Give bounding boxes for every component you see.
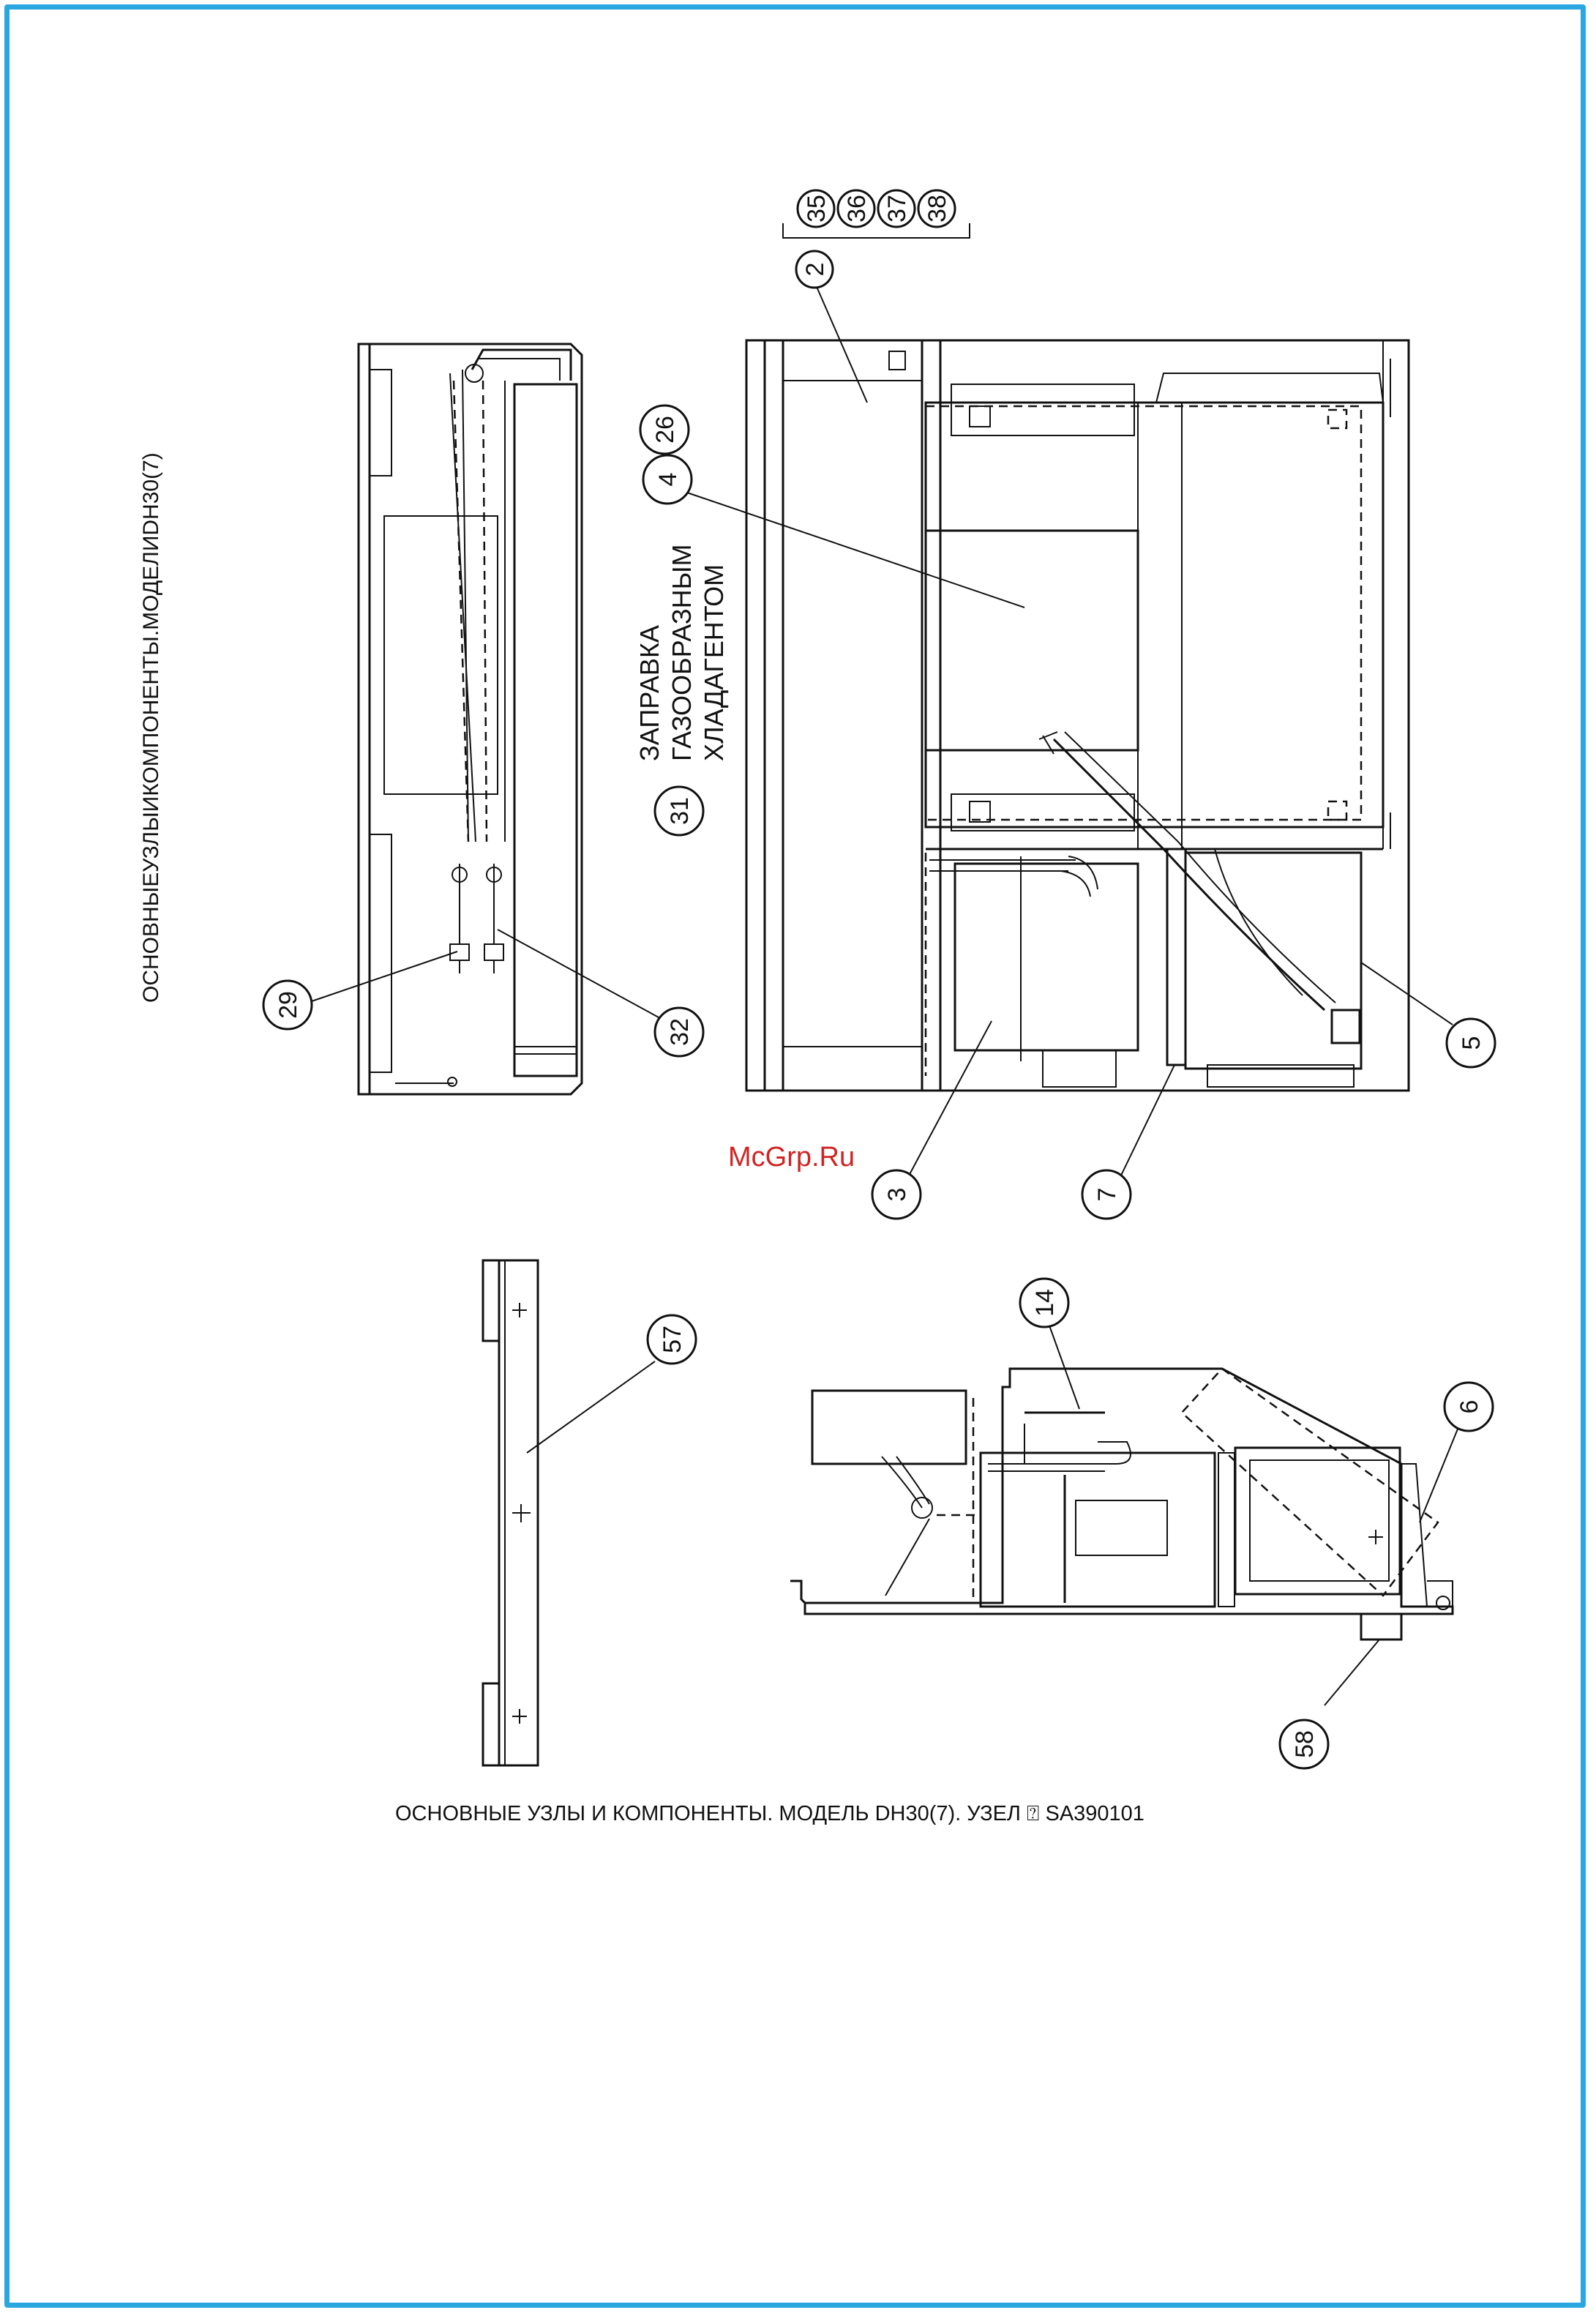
note-line-1: ЗАПРАВКА	[634, 625, 664, 761]
callout-14: 14	[1020, 1279, 1068, 1327]
callout-26: 26	[640, 405, 689, 454]
callout-32: 32	[655, 1008, 703, 1056]
callout-58: 58	[1280, 1720, 1328, 1768]
callout-37-label: 37	[883, 195, 911, 223]
callout-37: 37	[878, 190, 915, 227]
callout-57: 57	[648, 1315, 696, 1364]
note-line-3: ХЛАДАГЕНТОМ	[699, 564, 729, 761]
callout-29: 29	[263, 981, 312, 1029]
callout-36-label: 36	[843, 195, 871, 223]
main-unit-view	[746, 340, 1409, 1091]
refrigerant-charge-note: ЗАПРАВКА ГАЗООБРАЗНЫМ ХЛАДАГЕНТОМ	[634, 545, 729, 761]
watermark-text: McGrp.Ru	[728, 1142, 855, 1173]
callout-4-label: 4	[654, 473, 682, 487]
callout-3-label: 3	[883, 1188, 911, 1202]
callout-7-label: 7	[1093, 1188, 1121, 1202]
callout-4: 4	[643, 455, 692, 504]
callout-6: 6	[1445, 1383, 1493, 1431]
callout-7: 7	[1082, 1170, 1131, 1219]
callout-31-label: 31	[666, 797, 694, 825]
diagram-caption: ОСНОВНЫЕ УЗЛЫ И КОМПОНЕНТЫ. МОДЕЛЬ DH30(…	[395, 1802, 1144, 1826]
callout-35: 35	[798, 190, 834, 227]
callout-38-label: 38	[923, 195, 951, 223]
callout-5: 5	[1447, 1019, 1495, 1067]
callout-35-label: 35	[803, 195, 831, 223]
callout-6-label: 6	[1455, 1400, 1483, 1414]
side-view	[359, 344, 582, 1094]
callout-31: 31	[655, 787, 703, 835]
callout-38: 38	[918, 190, 955, 227]
callout-57-label: 57	[659, 1326, 686, 1353]
callout-36: 36	[838, 190, 874, 227]
leader-lines	[307, 223, 1460, 1705]
callout-2: 2	[796, 251, 833, 288]
callout-5-label: 5	[1458, 1036, 1486, 1050]
note-line-2: ГАЗООБРАЗНЫМ	[667, 545, 697, 761]
side-title: ОСНОВНЫЕУЗЛЫИКОМПОНЕНТЫ.МОДЕЛИDH30(7)	[139, 452, 164, 1003]
section-view	[790, 1369, 1453, 1640]
callout-3: 3	[872, 1170, 921, 1219]
callout-2-label: 2	[801, 263, 829, 277]
callout-32-label: 32	[666, 1018, 694, 1046]
callout-58-label: 58	[1291, 1730, 1319, 1758]
base-rail-view	[483, 1260, 538, 1765]
callout-29-label: 29	[274, 991, 302, 1019]
callout-14-label: 14	[1031, 1289, 1059, 1317]
callout-26-label: 26	[651, 416, 679, 444]
